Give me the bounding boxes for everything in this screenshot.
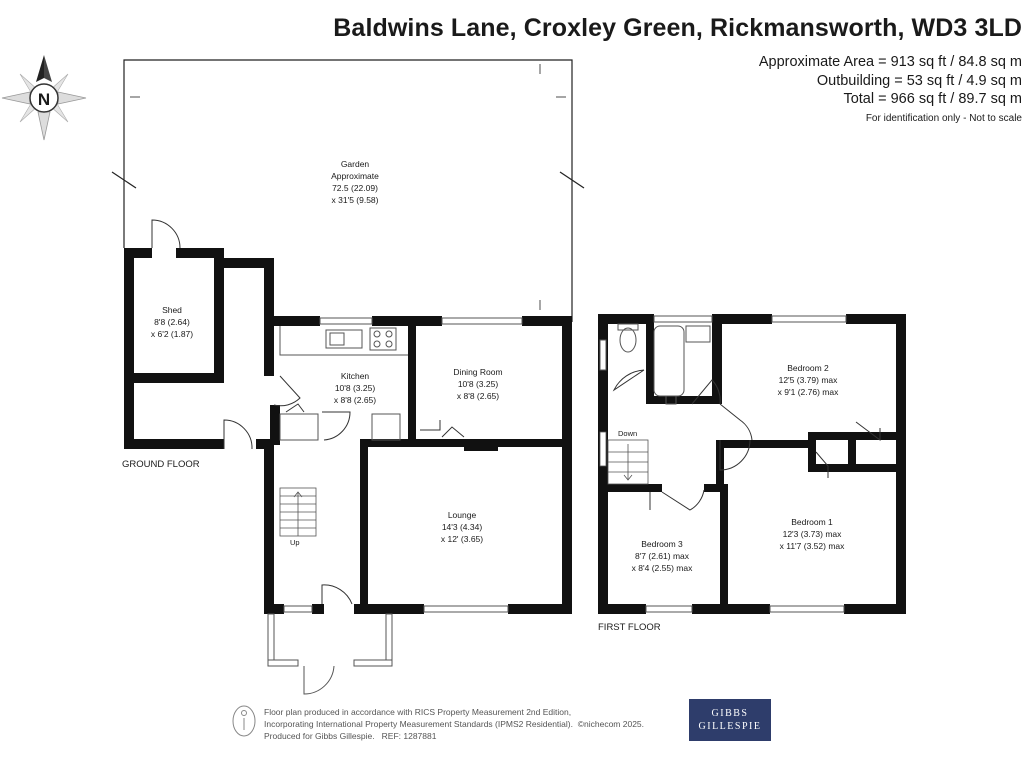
svg-text:14'3 (4.34): 14'3 (4.34) bbox=[442, 522, 483, 532]
footer-line3: Produced for Gibbs Gillespie. bbox=[264, 731, 375, 741]
svg-text:x 6'2 (1.87): x 6'2 (1.87) bbox=[151, 329, 193, 339]
svg-text:Shed: Shed bbox=[162, 305, 182, 315]
svg-text:x 31'5 (9.58): x 31'5 (9.58) bbox=[332, 195, 379, 205]
area-summary: Approximate Area = 913 sq ft / 84.8 sq m… bbox=[759, 53, 1022, 126]
svg-text:x 12' (3.65): x 12' (3.65) bbox=[441, 534, 483, 544]
garden-label: Garden Approximate 72.5 (22.09) x 31'5 (… bbox=[331, 159, 379, 205]
outbuilding-area: Outbuilding = 53 sq ft / 4.9 sq m bbox=[816, 72, 1022, 89]
svg-text:8'7 (2.61) max: 8'7 (2.61) max bbox=[635, 551, 690, 561]
compass-icon: N bbox=[1, 55, 87, 141]
footer-line1: Floor plan produced in accordance with R… bbox=[264, 707, 572, 717]
total-area: Total = 966 sq ft / 89.7 sq m bbox=[843, 91, 1022, 107]
svg-text:10'8 (3.25): 10'8 (3.25) bbox=[458, 379, 499, 389]
svg-text:Garden: Garden bbox=[341, 159, 370, 169]
svg-text:Approximate: Approximate bbox=[331, 171, 379, 181]
doors bbox=[151, 219, 465, 605]
ground-floor-label: GROUND FLOOR bbox=[122, 459, 200, 470]
first-stairs-icon bbox=[599, 431, 649, 485]
page-title: Baldwins Lane, Croxley Green, Rickmanswo… bbox=[333, 14, 1022, 42]
stairs-down-label: Down bbox=[618, 429, 637, 438]
first-floor-doors bbox=[612, 369, 881, 511]
svg-text:x 8'8 (2.65): x 8'8 (2.65) bbox=[334, 395, 376, 405]
svg-text:8'8 (2.64): 8'8 (2.64) bbox=[154, 317, 190, 327]
stairs-up-label: Up bbox=[290, 538, 300, 547]
svg-text:Kitchen: Kitchen bbox=[341, 371, 370, 381]
approximate-area: Approximate Area = 913 sq ft / 84.8 sq m bbox=[758, 54, 1022, 70]
copyright: ©nichecom 2025. bbox=[577, 719, 645, 729]
bedroom2-label: Bedroom 2 12'5 (3.79) max x 9'1 (2.76) m… bbox=[778, 363, 839, 397]
svg-text:Bedroom 2: Bedroom 2 bbox=[787, 363, 829, 373]
kitchen-fittings bbox=[279, 326, 408, 441]
logo-line2: GILLESPIE bbox=[698, 721, 762, 732]
rics-person-icon bbox=[232, 705, 256, 737]
svg-text:Bedroom 3: Bedroom 3 bbox=[641, 539, 683, 549]
bedroom3-label: Bedroom 3 8'7 (2.61) max x 8'4 (2.55) ma… bbox=[632, 539, 693, 573]
ground-floor-windows bbox=[283, 317, 523, 613]
svg-text:x 9'1 (2.76) max: x 9'1 (2.76) max bbox=[778, 387, 839, 397]
first-floor-label: FIRST FLOOR bbox=[598, 622, 661, 633]
kitchen-label: Kitchen 10'8 (3.25) x 8'8 (2.65) bbox=[334, 371, 376, 405]
gibbs-gillespie-logo: GIBBS GILLESPIE bbox=[689, 699, 771, 741]
svg-text:Lounge: Lounge bbox=[448, 510, 477, 520]
ground-floor-walls bbox=[124, 248, 572, 614]
svg-text:12'3 (3.73) max: 12'3 (3.73) max bbox=[783, 529, 843, 539]
lounge-label: Lounge 14'3 (4.34) x 12' (3.65) bbox=[441, 510, 483, 544]
porch bbox=[267, 613, 393, 695]
logo-line1: GIBBS bbox=[711, 708, 749, 719]
ground-stairs-icon bbox=[279, 487, 317, 537]
first-floor-windows bbox=[599, 315, 847, 613]
garden-outline bbox=[111, 59, 585, 322]
footer-line2: Incorporating International Property Mea… bbox=[264, 719, 573, 729]
disclaimer-note: For identification only - Not to scale bbox=[865, 112, 1022, 124]
svg-text:x 11'7 (3.52) max: x 11'7 (3.52) max bbox=[780, 541, 846, 551]
svg-text:10'8 (3.25): 10'8 (3.25) bbox=[335, 383, 376, 393]
dining-room-label: Dining Room 10'8 (3.25) x 8'8 (2.65) bbox=[453, 367, 502, 401]
svg-text:x 8'8 (2.65): x 8'8 (2.65) bbox=[457, 391, 499, 401]
svg-text:Bedroom 1: Bedroom 1 bbox=[791, 517, 833, 527]
svg-text:72.5 (22.09): 72.5 (22.09) bbox=[332, 183, 378, 193]
footer-text: Floor plan produced in accordance with R… bbox=[264, 706, 644, 742]
compass-n-label: N bbox=[38, 90, 50, 109]
shed-label: Shed 8'8 (2.64) x 6'2 (1.87) bbox=[151, 305, 193, 339]
svg-text:Dining Room: Dining Room bbox=[453, 367, 502, 377]
bedroom1-label: Bedroom 1 12'3 (3.73) max x 11'7 (3.52) … bbox=[780, 517, 846, 551]
svg-text:x 8'4 (2.55) max: x 8'4 (2.55) max bbox=[632, 563, 693, 573]
reference: REF: 1287881 bbox=[381, 731, 437, 741]
svg-text:12'5 (3.79) max: 12'5 (3.79) max bbox=[779, 375, 839, 385]
bathroom-fittings bbox=[617, 323, 711, 405]
